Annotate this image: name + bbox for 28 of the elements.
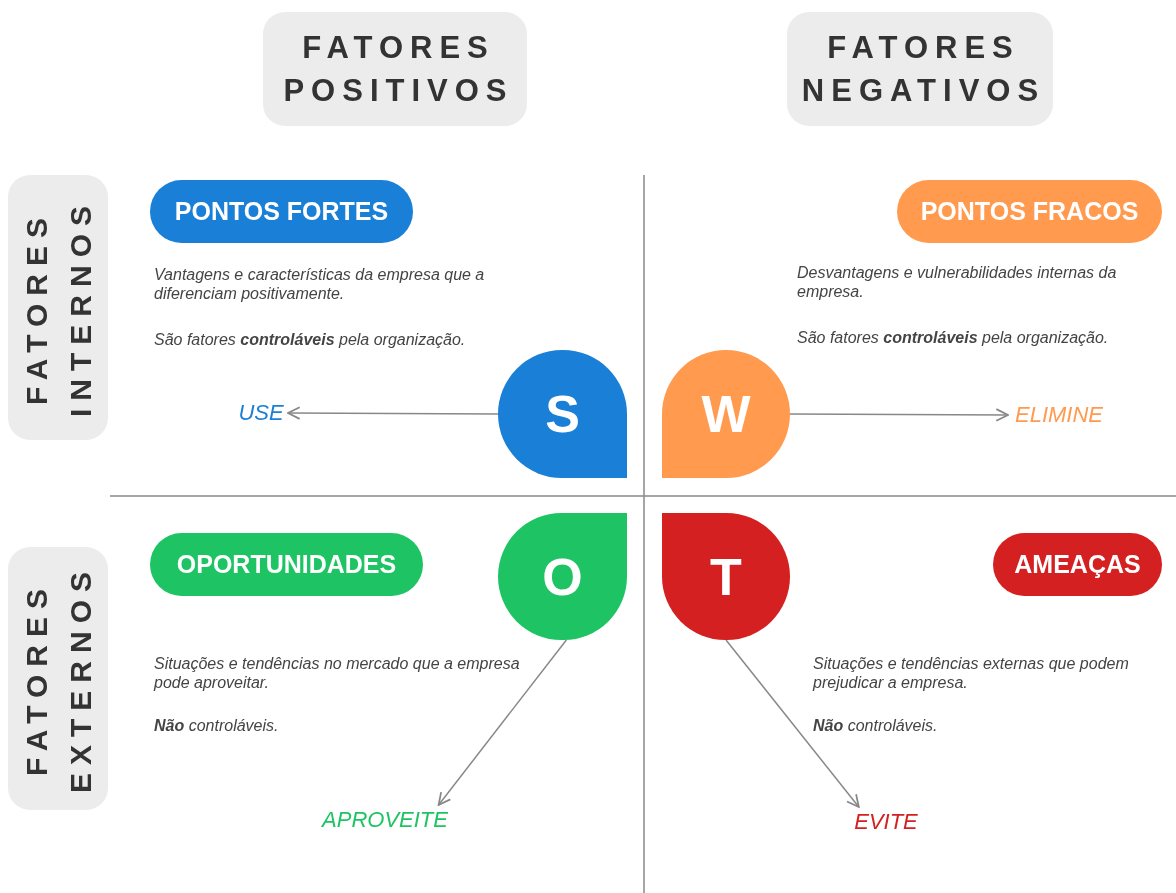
description-text: São fatores controláveis pela organização.: [797, 328, 1110, 348]
letter-badge: T: [662, 513, 790, 640]
action-word: ELIMINE: [1008, 400, 1110, 430]
row-header-text: FATORES INTERNOS: [18, 197, 97, 419]
arrow: [437, 639, 568, 806]
quadrant-title: PONTOS FORTES: [150, 180, 413, 243]
arrow: [789, 408, 1009, 422]
description-text: Não controláveis.: [154, 716, 280, 736]
arrow: [725, 639, 860, 808]
quadrant-title: PONTOS FRACOS: [897, 180, 1162, 243]
description-text: Situações e tendências no mercado que a empresa pode aproveitar.: [154, 654, 521, 693]
quadrant-title: OPORTUNIDADES: [150, 533, 423, 596]
letter-badge: O: [498, 513, 627, 640]
action-word: EVITE: [852, 807, 920, 837]
action-word: APROVEITE: [318, 805, 452, 835]
row-header-text: FATORES EXTERNOS: [18, 563, 97, 795]
description-text: São fatores controláveis pela organização.: [154, 330, 467, 350]
quadrant-title: AMEAÇAS: [993, 533, 1162, 596]
description-text: Situações e tendências externas que podem prejudicar a empresa.: [813, 654, 1130, 693]
description-text: Não controláveis.: [813, 716, 939, 736]
column-header: FATORES NEGATIVOS: [787, 12, 1053, 126]
action-word: USE: [234, 398, 288, 428]
column-header: FATORES POSITIVOS: [263, 12, 527, 126]
description-text: Desvantagens e vulnerabilidades internas da empresa.: [797, 263, 1118, 302]
arrow: [287, 406, 499, 420]
letter-badge: S: [498, 350, 627, 478]
description-text: Vantagens e características da empresa que a diferenciam positivamente.: [154, 265, 486, 304]
letter-badge: W: [662, 350, 790, 478]
